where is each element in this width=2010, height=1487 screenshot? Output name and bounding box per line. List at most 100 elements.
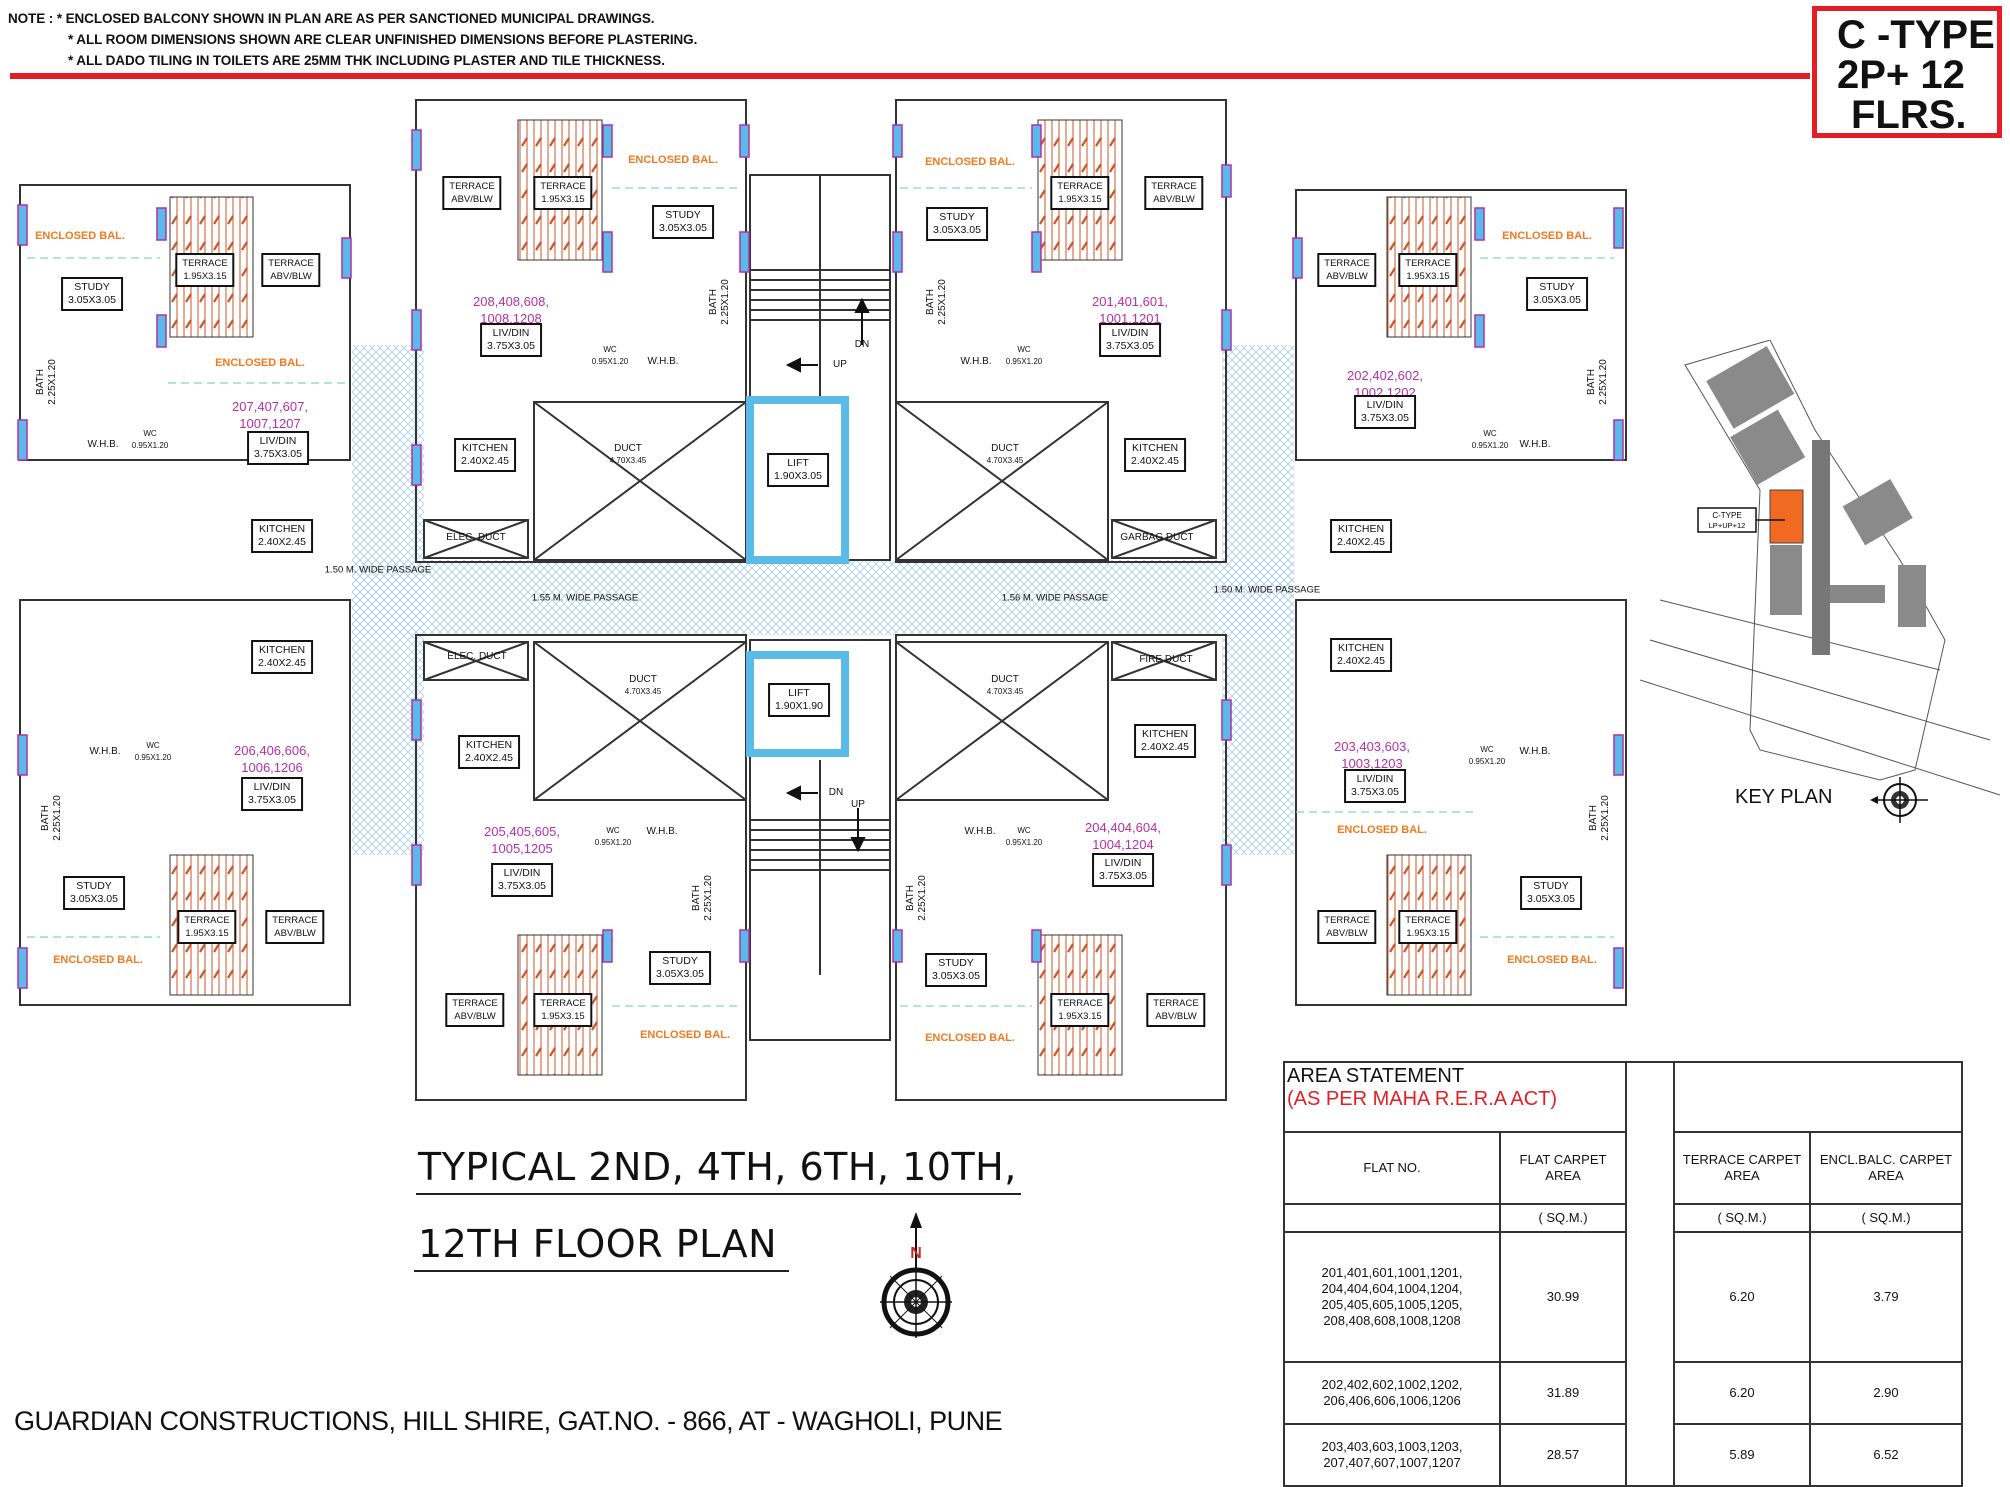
enclosed-balcony-label: ENCLOSED BAL. [215,357,305,369]
enclosed-balcony-label: ENCLOSED BAL. [640,1029,730,1041]
note-1: * ENCLOSED BALCONY SHOWN IN PLAN ARE AS … [56,11,655,26]
enclosed-balcony-label: ENCLOSED BAL. [1502,230,1592,242]
note-2: * ALL ROOM DIMENSIONS SHOWN ARE CLEAR UN… [68,32,698,47]
col-header-encl-balc: ENCL.BALC. CARPET AREA [1809,1131,1963,1205]
room-label-whb: W.H.B. [1519,439,1551,450]
table-row: 201,401,601,1001,1201,204,404,604,1004,1… [1283,1231,1963,1363]
area-statement-header: AREA STATEMENT (AS PER MAHA R.E.R.A ACT) [1283,1061,1627,1133]
encl-balc-value: 3.79 [1809,1231,1963,1363]
key-plan-highlight-label-2: LP+UP+12 [1709,521,1746,530]
col-header-flat-carpet: FLAT CARPET AREA [1499,1131,1627,1205]
flat-number-206: 206,406,606,1006,1206 [234,743,310,775]
passage-label-vertical: 1.50 M. WIDE PASSAGE [324,564,432,576]
flat-number-201: 201,401,601,1001,1201 [1092,294,1168,326]
room-label-whb: W.H.B. [646,826,678,837]
title-underline [414,1270,789,1272]
room-label-whb: W.H.B. [89,746,121,757]
flat-number-208: 208,408,608,1008,1208 [473,294,549,326]
key-plan-highlight-label-1: C-TYPE [1712,511,1741,520]
passage-label-vertical: 1.50 M. WIDE PASSAGE [1213,584,1321,596]
flat-carpet-value: 31.89 [1499,1361,1627,1425]
key-plan-drawing: C-TYPE LP+UP+12 [1640,340,2001,796]
room-label-whb: W.H.B. [1519,746,1551,757]
elec-duct-label: ELEC. DUCT [447,651,507,662]
passage-label-right: 1.56 M. WIDE PASSAGE [1001,592,1109,604]
passage-label-left: 1.55 M. WIDE PASSAGE [531,592,639,604]
area-statement-title: AREA STATEMENT [1287,1065,1465,1087]
type-line-2: 2P+ 12 [1837,53,1965,97]
area-statement-table: AREA STATEMENT (AS PER MAHA R.E.R.A ACT)… [1283,1061,1963,1487]
fire-duct-label: FIRE DUCT [1139,654,1193,665]
windows [17,124,1624,989]
room-label-whb: W.H.B. [964,826,996,837]
flat-list: 201,401,601,1001,1201,204,404,604,1004,1… [1283,1231,1501,1363]
north-compass-icon: N [880,1212,952,1338]
stair-up-label: UP [851,799,865,810]
area-statement-subtitle: (AS PER MAHA R.E.R.A ACT) [1287,1088,1558,1110]
enclosed-balcony-label: ENCLOSED BAL. [1507,954,1597,966]
type-line-1: C -TYPE [1837,13,1995,57]
notes-block: NOTE : * ENCLOSED BALCONY SHOWN IN PLAN … [8,8,697,71]
header-red-rule [10,73,1810,79]
terrace-carpet-value: 6.20 [1673,1231,1811,1363]
flat-list: 202,402,602,1002,1202,206,406,606,1006,1… [1283,1361,1501,1425]
elec-duct-label: ELEC. DUCT [446,532,506,543]
table-row: 202,402,602,1002,1202,206,406,606,1006,1… [1283,1361,1963,1425]
building-type-box: C -TYPE 2P+ 12 FLRS. [1812,6,2002,138]
col-header-terrace-carpet: TERRACE CARPET AREA [1673,1131,1811,1205]
stair-up-label: UP [833,359,847,370]
room-label-whb: W.H.B. [87,439,119,450]
table-spacer [1625,1061,1675,1487]
enclosed-balcony-label: ENCLOSED BAL. [628,154,718,166]
enclosed-balcony-label: ENCLOSED BAL. [925,1032,1015,1044]
note-3: * ALL DADO TILING IN TOILETS ARE 25MM TH… [68,53,665,68]
enclosed-balcony-label: ENCLOSED BAL. [1337,824,1427,836]
terrace-carpet-value: 5.89 [1673,1423,1811,1487]
key-plan-highlight [1769,489,1804,544]
enclosed-balcony-label: ENCLOSED BAL. [35,230,125,242]
notes-prefix: NOTE : [8,11,54,26]
unit-label: ( SQ.M.) [1809,1203,1963,1233]
encl-balc-value: 6.52 [1809,1423,1963,1487]
